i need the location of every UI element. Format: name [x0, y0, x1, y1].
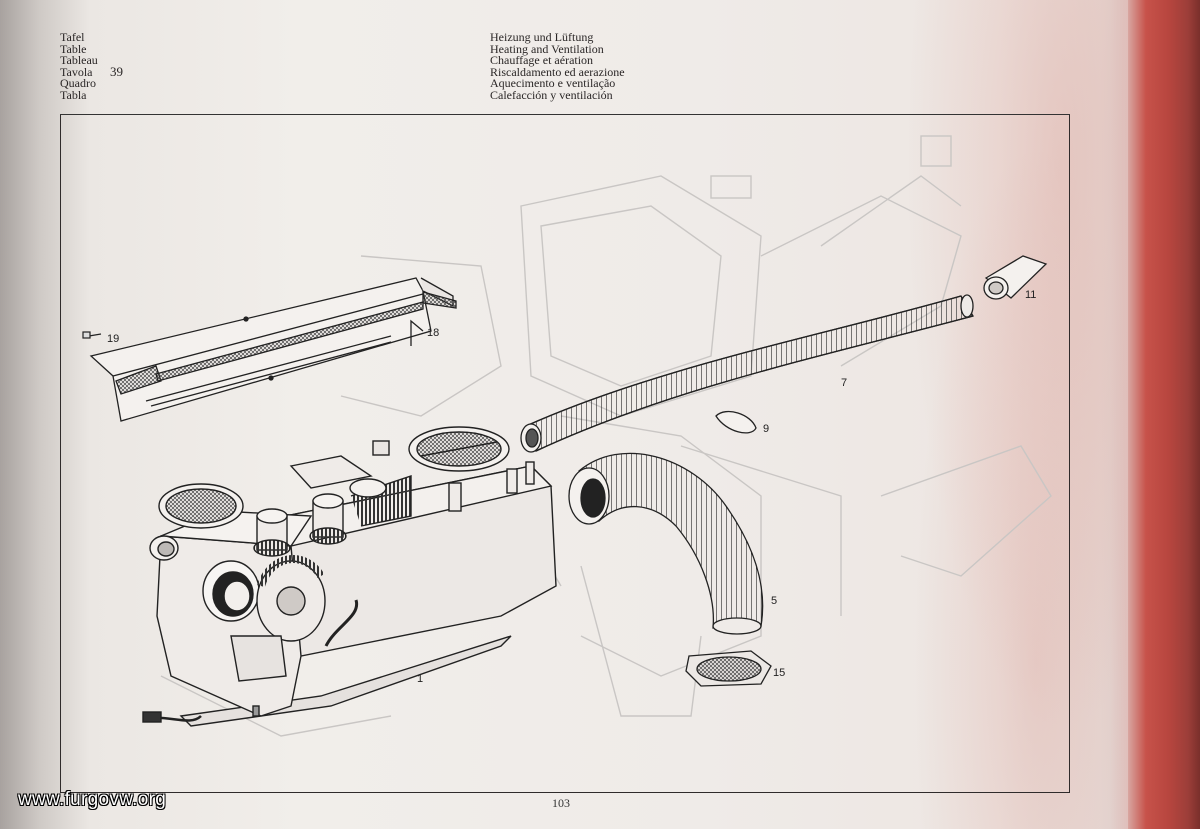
page-edge-shadow — [1110, 0, 1132, 829]
part-5-elbow-hose — [568, 452, 764, 635]
part-15-grille — [685, 650, 772, 687]
exploded-parts-diagram: 1 5 7 9 11 15 18 19 — [82, 135, 1052, 737]
part-11-nozzle — [983, 255, 1048, 300]
table-label: Table — [60, 41, 87, 56]
table-label: Tabla — [60, 87, 87, 102]
table-label-list: Tafel Table Tableau Tavola Quadro Tabla — [60, 30, 98, 102]
part-number-18: 18 — [427, 327, 439, 339]
bleed-through-drawing — [160, 135, 1052, 737]
diagram-frame — [60, 115, 1070, 793]
part-1-heater-box — [142, 426, 557, 727]
table-number: 39 — [110, 64, 123, 79]
table-label: Quadro — [60, 76, 96, 90]
paper-stain — [880, 0, 1140, 829]
part-number-19: 19 — [107, 333, 119, 345]
watermark-text: www.furgovw.org — [18, 789, 167, 810]
section-title: Chauffage et aération — [490, 53, 594, 67]
part-number-7: 7 — [841, 377, 847, 389]
part-number-1: 1 — [417, 673, 423, 685]
section-title: Heizung und Lüftung — [490, 30, 594, 44]
part-number-11: 11 — [1025, 289, 1036, 301]
part-18-cover-strip — [89, 277, 457, 422]
section-title: Heating and Ventilation — [490, 41, 604, 56]
book-page-edges — [1128, 0, 1200, 829]
section-title: Aquecimento e ventilação — [490, 76, 616, 90]
part-number-9: 9 — [763, 423, 769, 435]
section-title: Riscaldamento ed aerazione — [490, 64, 625, 79]
table-label: Tavola — [60, 64, 93, 79]
part-number-5: 5 — [771, 595, 777, 607]
header-rule — [60, 114, 1070, 115]
section-title: Calefacción y ventilación — [490, 87, 613, 102]
part-number-15: 15 — [773, 667, 785, 679]
section-title-list: Heizung und Lüftung Heating and Ventilat… — [490, 30, 625, 102]
table-label: Tableau — [60, 53, 98, 67]
table-label: Tafel — [60, 30, 85, 44]
part-19-screw — [82, 331, 102, 339]
part-9-seal — [715, 411, 757, 434]
page-number: 103 — [552, 796, 570, 810]
part-7-flexible-hose — [520, 294, 975, 453]
